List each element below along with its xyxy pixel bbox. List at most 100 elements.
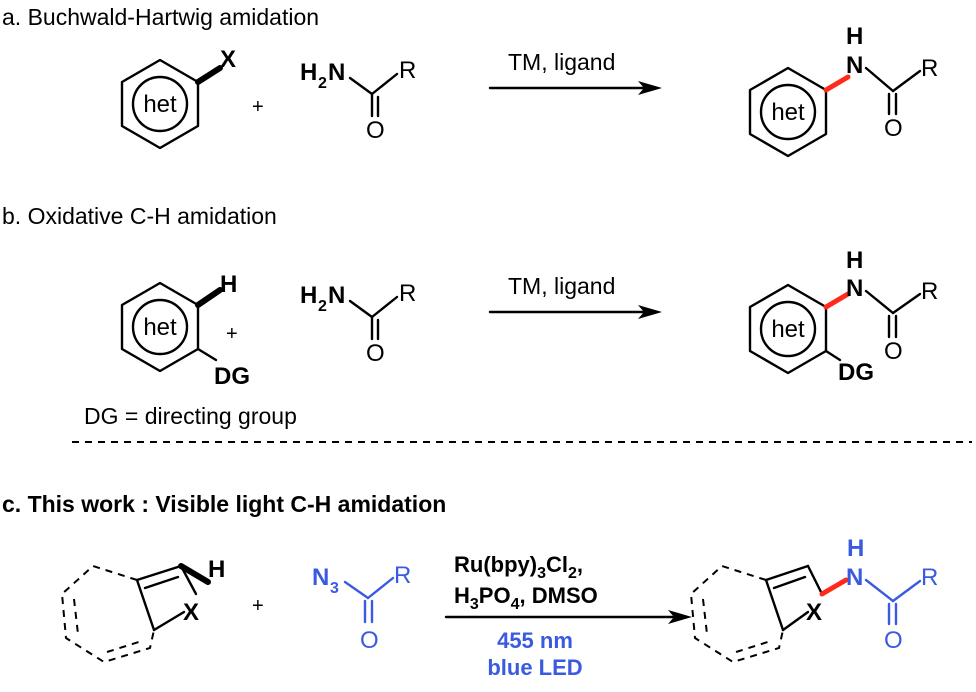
r-label: R xyxy=(399,280,416,307)
c-x-bond xyxy=(195,65,223,85)
het-label: het xyxy=(143,91,177,118)
additive-solvent-line: H3PO4, DMSO xyxy=(454,583,598,613)
n-c-bond xyxy=(864,578,895,603)
azide-n-label: N xyxy=(312,564,329,591)
x-label: X xyxy=(183,599,199,626)
het-label: het xyxy=(771,99,805,126)
c3-c2-double-bond xyxy=(772,575,807,590)
plus-sign-b: + xyxy=(226,323,238,345)
h2n-n: N xyxy=(328,59,345,86)
c-r-bond xyxy=(370,72,399,96)
h2n-h: H xyxy=(300,282,317,309)
c-h-bond xyxy=(178,563,211,585)
nh-h-label: H xyxy=(846,247,863,274)
r-label: R xyxy=(394,562,411,589)
c2-x-bond xyxy=(806,564,824,596)
r-label: R xyxy=(921,55,938,82)
o-label: O xyxy=(366,117,385,144)
o-label: O xyxy=(884,338,903,365)
amide-reagent-a: H 2 N R O xyxy=(300,57,416,144)
c7a-x-bond xyxy=(781,610,810,632)
new-c-n-bond xyxy=(823,291,851,310)
product-c: X H N R O xyxy=(689,535,938,664)
c3-c2-bond xyxy=(135,564,183,582)
section-b-title: b. Oxidative C-H amidation xyxy=(2,203,277,229)
dg-definition: DG = directing group xyxy=(84,403,297,429)
light-source-label: blue LED xyxy=(487,655,582,680)
h-label: H xyxy=(220,271,237,298)
h2n-h: H xyxy=(300,59,317,86)
c3-c2-double-bond xyxy=(143,575,180,590)
wavelength-label: 455 nm xyxy=(497,628,573,653)
x-label: X xyxy=(220,46,236,73)
acyl-azide-reagent: N 3 R O xyxy=(312,562,411,654)
dg-label: DG xyxy=(838,359,874,386)
nh-h-label: H xyxy=(846,23,863,50)
c-r-bond xyxy=(366,576,395,600)
x-label: X xyxy=(806,599,822,626)
conditions-a: TM, ligand xyxy=(508,49,615,75)
c-r-bond xyxy=(891,579,922,603)
product-b: het H N R O DG xyxy=(748,247,938,386)
dashed-double-bond-2 xyxy=(106,640,143,653)
nh-n-label: N xyxy=(846,275,863,302)
c-dg-bond xyxy=(196,347,218,362)
aromatic-circle xyxy=(759,83,817,141)
azide-subscript: 3 xyxy=(330,580,339,597)
n-c-bond xyxy=(348,76,374,96)
heteroarene-substrate: X H xyxy=(60,556,225,664)
h2n-n: N xyxy=(328,282,345,309)
n-c-bond xyxy=(348,299,374,319)
n3-c-bond xyxy=(343,580,370,600)
fused-benzo-ring-dashed xyxy=(60,564,155,664)
o-label: O xyxy=(884,627,903,654)
c-dg-bond xyxy=(824,349,842,362)
new-c-n-bond xyxy=(823,74,851,93)
aryl-halide: het X xyxy=(120,46,236,150)
section-a-title: a. Buchwald-Hartwig amidation xyxy=(2,4,319,30)
arrow-head-c xyxy=(668,610,692,624)
section-c-title: c. This work : Visible light C-H amidati… xyxy=(2,491,446,517)
aromatic-circle xyxy=(131,75,189,133)
c-h-bond xyxy=(195,287,223,308)
het-label: het xyxy=(143,314,177,341)
catalyst-line: Ru(bpy)3Cl2, xyxy=(454,552,583,582)
r-label: R xyxy=(399,57,416,84)
h2n-subscript: 2 xyxy=(318,298,327,315)
conditions-b: TM, ligand xyxy=(508,273,615,299)
h2n-subscript: 2 xyxy=(318,75,327,92)
nh-n-label: N xyxy=(846,564,863,591)
nh-h-label: H xyxy=(847,535,864,562)
plus-sign-a: + xyxy=(252,96,264,118)
r-label: R xyxy=(921,278,938,305)
o-label: O xyxy=(884,115,903,142)
o-label: O xyxy=(366,340,385,367)
nh-n-label: N xyxy=(846,52,863,79)
amide-reagent-b: H 2 N R O xyxy=(300,280,416,367)
n-c-bond xyxy=(864,289,895,315)
dashed-double-bond-1 xyxy=(702,598,708,635)
het-label: het xyxy=(771,316,805,343)
c-r-bond xyxy=(891,292,922,315)
c-r-bond xyxy=(891,69,922,93)
ring-fusion-bond xyxy=(135,578,156,632)
product-a: het H N R O xyxy=(748,23,938,158)
arrow-head-a xyxy=(638,81,662,95)
aromatic-circle xyxy=(759,300,817,358)
c3-c2-bond xyxy=(764,564,810,582)
c7a-x-bond xyxy=(152,610,186,632)
arene-with-dg: het H DG xyxy=(120,271,250,390)
new-c-n-bond xyxy=(819,577,849,597)
c-r-bond xyxy=(370,295,399,319)
plus-sign-c: + xyxy=(252,595,264,617)
conditions-c: Ru(bpy)3Cl2, H3PO4, DMSO 455 nm blue LED xyxy=(444,552,692,680)
dg-label: DG xyxy=(214,363,250,390)
r-label: R xyxy=(921,564,938,591)
aromatic-circle xyxy=(131,298,189,356)
h-label: H xyxy=(208,556,225,583)
n-c-bond xyxy=(864,66,895,93)
fused-benzo-ring-dashed xyxy=(689,564,784,664)
o-label: O xyxy=(360,627,379,654)
arrow-head-b xyxy=(638,305,662,319)
